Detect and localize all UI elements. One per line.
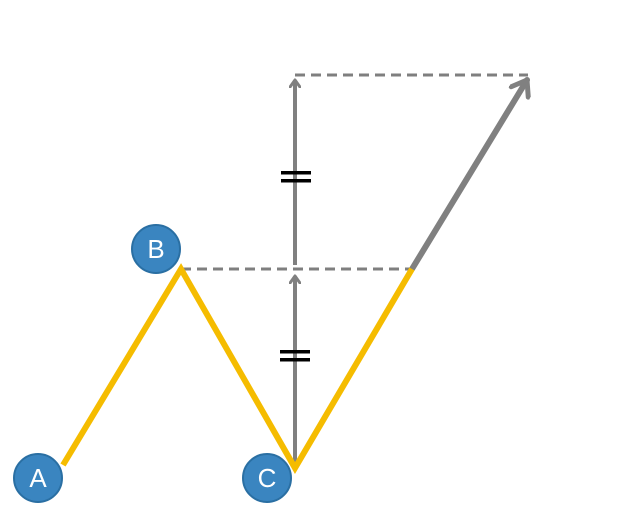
equal-mark-lower	[280, 350, 310, 362]
equal-mark-upper	[281, 171, 311, 183]
point-b-label: B	[147, 234, 164, 264]
abc-zigzag-line	[60, 263, 415, 474]
point-c: C	[242, 453, 292, 503]
point-c-label: C	[258, 463, 277, 493]
point-b: B	[131, 224, 181, 274]
point-a: A	[13, 453, 63, 503]
point-a-label: A	[29, 463, 47, 493]
projection-arrow	[409, 77, 527, 272]
